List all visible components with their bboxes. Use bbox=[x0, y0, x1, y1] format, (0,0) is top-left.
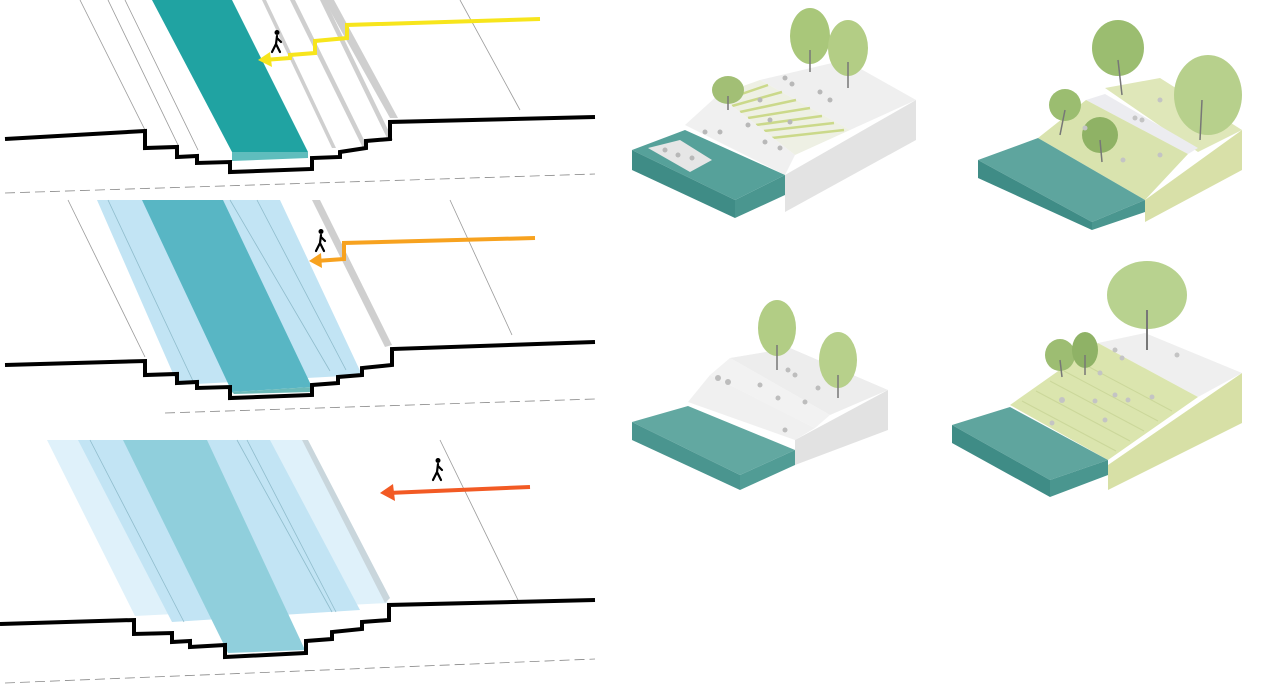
step-face bbox=[312, 200, 392, 347]
water-front bbox=[952, 425, 1050, 497]
water-side bbox=[1050, 460, 1108, 497]
water-edge bbox=[232, 152, 308, 161]
section-profile bbox=[4, 115, 596, 175]
upper-terrace bbox=[730, 348, 888, 415]
tree-icon bbox=[1072, 332, 1098, 375]
tree-icon bbox=[712, 76, 744, 110]
ground-dash-line bbox=[4, 173, 596, 194]
stairs bbox=[718, 80, 850, 155]
willow-tree-icon bbox=[1174, 55, 1242, 141]
tree-icon bbox=[790, 8, 830, 72]
iso-block-grass-terraced-slope: grass-terraced-slope bbox=[940, 255, 1260, 500]
people-figures bbox=[1049, 347, 1180, 426]
access-path bbox=[387, 485, 531, 495]
tree-icon bbox=[1082, 117, 1118, 163]
iso-block-hard-terraced-steps: hard-terraced-steps bbox=[620, 0, 920, 230]
water-step-lines bbox=[107, 199, 347, 382]
ground-dash-line bbox=[164, 398, 596, 414]
access-path bbox=[315, 236, 536, 263]
step-faces bbox=[262, 0, 398, 148]
access-path bbox=[263, 17, 541, 62]
water-channel bbox=[123, 440, 305, 653]
plan-lines bbox=[79, 0, 521, 151]
water-front bbox=[632, 422, 740, 490]
section-profile bbox=[4, 340, 596, 401]
tree-icon bbox=[758, 300, 796, 370]
people-figures bbox=[1082, 97, 1163, 163]
ground-dash-line bbox=[4, 658, 596, 684]
water-top bbox=[952, 407, 1108, 480]
mid-terrace bbox=[710, 358, 830, 428]
iso-block-soft-green-bank: soft-green-bank bbox=[960, 0, 1260, 230]
embankment-side bbox=[1145, 130, 1242, 222]
tree-icon bbox=[1049, 89, 1081, 136]
arrow-head bbox=[380, 484, 395, 501]
tree-icon bbox=[1092, 20, 1144, 96]
lower-quay bbox=[688, 375, 815, 440]
pedestrian-icon bbox=[270, 30, 283, 54]
water-side bbox=[1092, 200, 1145, 230]
section-diagram-low-water: Low water level bbox=[0, 0, 600, 200]
section-diagram-medium-water: Medium water level bbox=[0, 195, 600, 420]
tree-icon bbox=[1107, 261, 1187, 350]
upper-platform bbox=[760, 60, 916, 130]
water-side bbox=[740, 450, 795, 490]
promenade bbox=[1086, 94, 1198, 154]
water-top bbox=[978, 138, 1145, 222]
tree-icon bbox=[1045, 339, 1075, 378]
water-front bbox=[978, 160, 1092, 230]
grass-slope bbox=[1010, 343, 1198, 460]
section-profile bbox=[0, 598, 596, 660]
plan-lines bbox=[67, 199, 513, 358]
section-diagram-high-water: High water level bbox=[0, 430, 600, 687]
embankment-side bbox=[1108, 373, 1242, 490]
tree-icon bbox=[828, 20, 868, 88]
water-channel bbox=[152, 0, 308, 152]
water-front bbox=[632, 150, 735, 218]
water-side bbox=[735, 175, 785, 218]
embankment-side bbox=[795, 390, 888, 465]
people-figures bbox=[715, 367, 821, 433]
lower-quay bbox=[685, 95, 795, 175]
water-edge bbox=[232, 387, 312, 394]
iso-block-hard-stepped-terrace: hard-stepped-terrace bbox=[620, 280, 920, 500]
plan-lines bbox=[439, 439, 519, 601]
tree-icon bbox=[819, 332, 857, 398]
pedestrian-icon bbox=[314, 229, 327, 253]
arrow-head bbox=[309, 253, 322, 268]
promenade bbox=[1098, 333, 1242, 397]
people-figures bbox=[662, 75, 833, 161]
water-channel bbox=[142, 200, 312, 392]
arrow-head bbox=[258, 52, 272, 67]
pedestrian-icon bbox=[431, 458, 444, 482]
lower-bank bbox=[1038, 100, 1188, 200]
water-top bbox=[632, 406, 795, 475]
embankment-side bbox=[785, 100, 916, 212]
grass-terrace-lines bbox=[1021, 360, 1173, 452]
water-step-lines bbox=[89, 439, 337, 623]
step-face bbox=[302, 440, 390, 603]
